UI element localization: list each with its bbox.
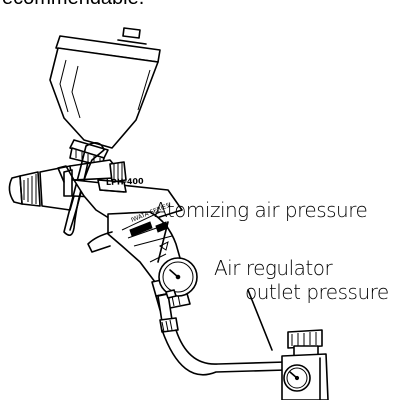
atomizing-air-pressure-label: Atomizing air pressure [154, 198, 368, 222]
air-regulator-label: Air regulator [214, 256, 333, 280]
paint-cup [49, 27, 161, 167]
header-text-fragment: ecommendable. [2, 0, 144, 10]
atomizing-gauge [157, 257, 198, 333]
air-regulator [281, 329, 329, 400]
outlet-pressure-label: outlet pressure [245, 280, 389, 304]
regulator-leader-line [247, 289, 273, 351]
air-hose [161, 329, 287, 376]
gun-model-marking: LPH-400 [106, 177, 144, 187]
atomizing-leader-line [157, 221, 169, 263]
